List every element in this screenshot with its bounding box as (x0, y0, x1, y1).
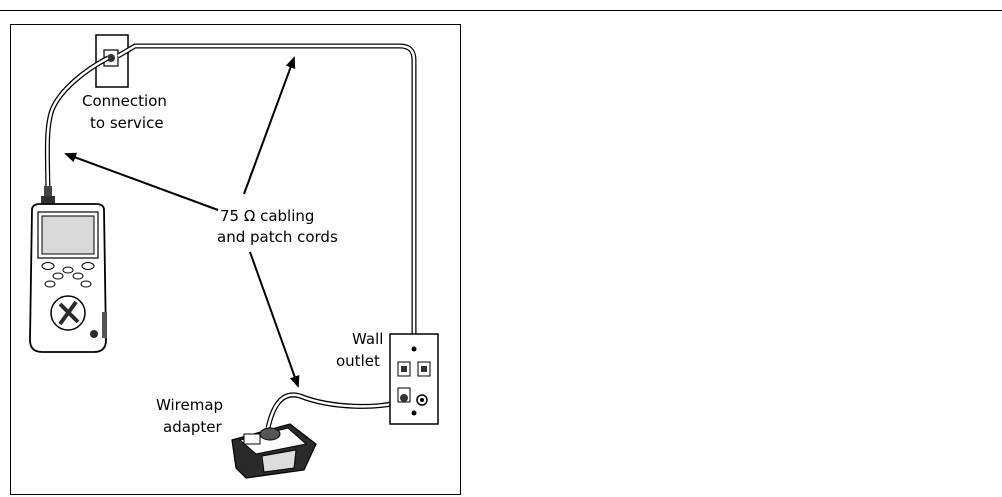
wall-outlet-plate (389, 333, 439, 425)
arrow-to-adapter-cable (249, 251, 300, 388)
label-cabling-line1: 75 Ω cabling (220, 207, 314, 225)
cable-tester-device (29, 186, 107, 353)
label-connection-line1: Connection (82, 92, 167, 110)
label-wiremap-line2: adapter (163, 418, 223, 436)
arrow-to-top-cable (243, 56, 296, 195)
cable-to-wiremap-adapter (265, 392, 406, 429)
figure-frame (10, 24, 461, 495)
wiremap-adapter-device (231, 423, 317, 479)
label-wall-line1: Wall (352, 330, 383, 348)
arrow-to-tester-cable (64, 152, 219, 211)
label-connection-line2: to service (90, 114, 164, 132)
label-cabling-line2: and patch cords (217, 228, 338, 246)
label-wall-line2: outlet (336, 352, 380, 370)
label-wiremap-line1: Wiremap (156, 396, 223, 414)
page-top-rule (0, 10, 1002, 11)
